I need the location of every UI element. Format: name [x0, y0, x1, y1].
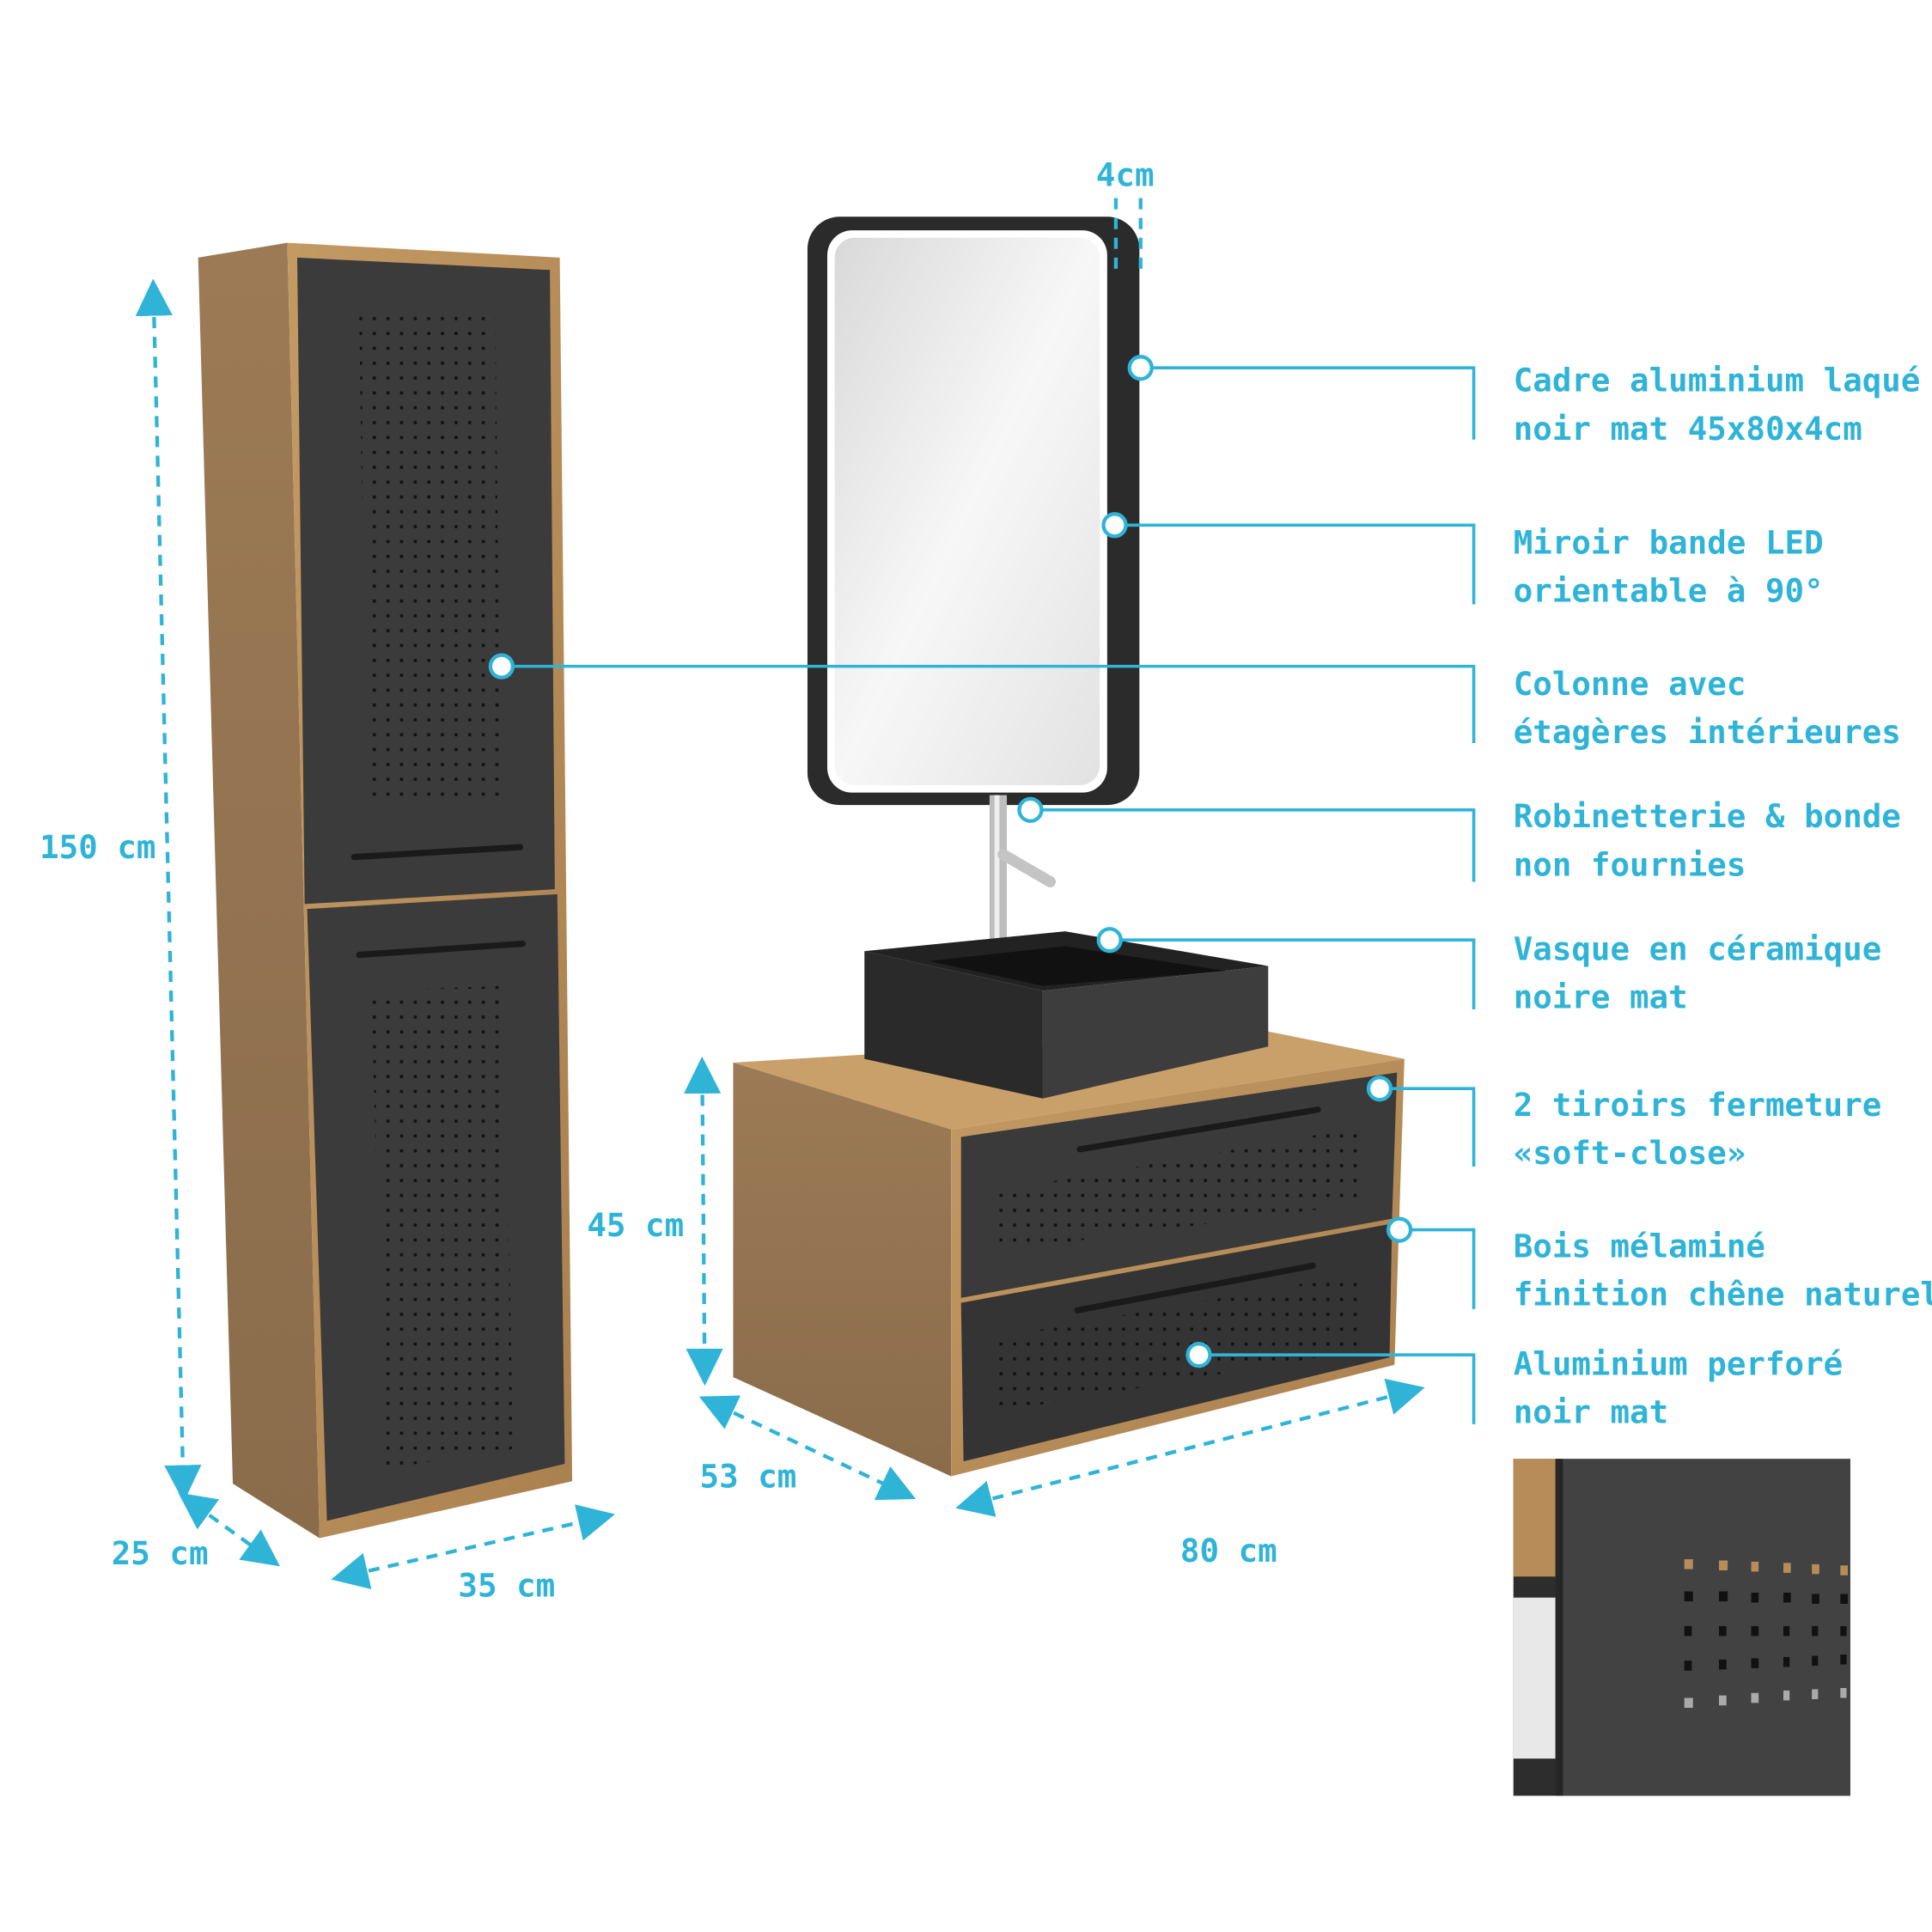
callout-mirror-line2: orientable à 90° [1514, 572, 1824, 610]
callout-frame-line1: Cadre aluminium laqué [1514, 362, 1921, 399]
column-height-label: 150 cm [40, 828, 155, 866]
callout-mirror-line1: Miroir bande LED [1514, 523, 1824, 561]
callout-basin-line2: noire mat [1514, 978, 1688, 1016]
column-depth-label: 25 cm [112, 1534, 209, 1572]
callout-labels: Cadre aluminium laqué noir mat 45x80x4cm… [1514, 362, 1932, 1431]
callout-basin-line1: Vasque en céramique [1514, 929, 1882, 967]
mirror-depth-label: 4cm [1096, 155, 1155, 193]
callout-wood-line2: finition chêne naturel [1514, 1276, 1932, 1313]
callout-faucet-line1: Robinetterie & bonde [1514, 797, 1901, 835]
callout-leaders [488, 355, 1476, 1424]
callout-wood-line1: Bois mélaminé [1514, 1227, 1765, 1265]
faucet [989, 795, 1057, 944]
column-handle [356, 940, 526, 959]
perforation-detail-inset [1513, 1459, 1850, 1796]
vanity-width-label: 80 cm [1180, 1532, 1277, 1569]
callout-alu-line1: Aluminium perforé [1514, 1344, 1844, 1382]
callout-column-line2: étagères intérieures [1514, 713, 1901, 751]
basin [864, 931, 1269, 1099]
callout-alu-line2: noir mat [1514, 1393, 1668, 1430]
callout-column-line1: Colonne avec [1514, 665, 1746, 703]
callout-drawers-line1: 2 tiroirs fermeture [1514, 1086, 1882, 1124]
callout-drawers-line2: «soft-close» [1514, 1134, 1746, 1172]
column-handle [350, 844, 524, 861]
column-width-label: 35 cm [458, 1566, 555, 1604]
vanity-depth-label: 53 cm [700, 1457, 797, 1495]
column-cabinet [198, 242, 573, 1539]
vanity-cabinet [733, 1030, 1405, 1477]
mirror [807, 216, 1140, 806]
dimension-lines [135, 198, 1425, 1590]
callout-faucet-line2: non fournies [1514, 845, 1746, 883]
callout-frame-line2: noir mat 45x80x4cm [1514, 410, 1862, 448]
vanity-height-label: 45 cm [587, 1206, 684, 1244]
